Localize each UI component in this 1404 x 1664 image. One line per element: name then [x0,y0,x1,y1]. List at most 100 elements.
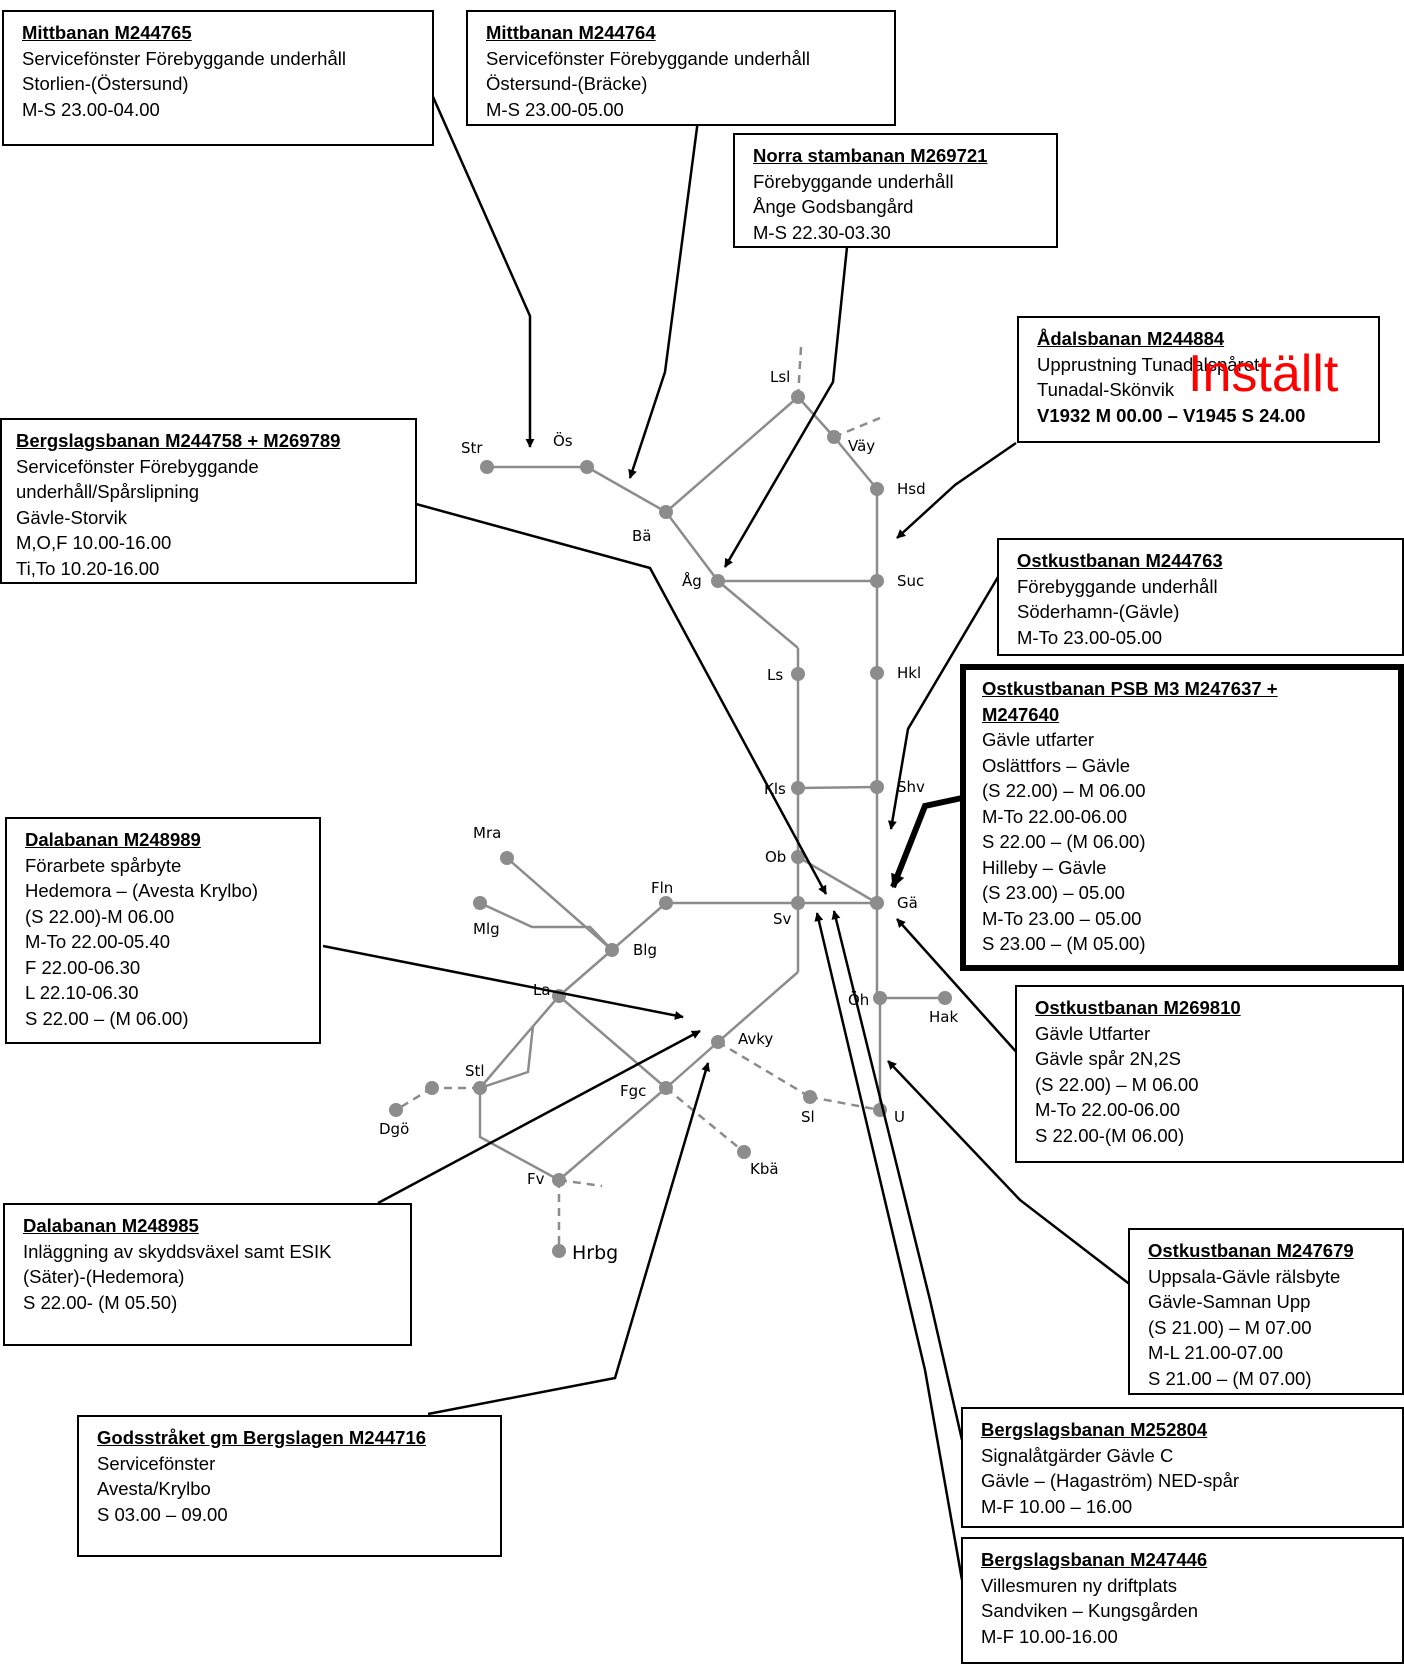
box-title: Norra stambanan M269721 [753,145,988,166]
station-ga [870,896,884,910]
box-dalabanan-m248989: Dalabanan M248989 Förarbete spårbyte Hed… [5,817,321,1044]
box-line: Hilleby – Gävle [982,856,1107,878]
box-ostkustbanan-m247679: Ostkustbanan M247679 Uppsala-Gävle rälsb… [1128,1228,1404,1395]
label-sv: Sv [773,910,792,928]
box-title: Dalabanan M248989 [25,829,201,850]
box-line: F 22.00-06.30 [25,956,141,978]
box-mittbanan-m244764: Mittbanan M244764 Servicefönster Förebyg… [466,10,896,126]
arrow-bergslagsbanan-758 [415,502,828,895]
box-bergslagsbanan-m244758: Bergslagsbanan M244758 + M269789 Service… [0,418,417,584]
label-fv: Fv [527,1170,545,1188]
label-stl: Stl [465,1062,485,1080]
label-str: Str [461,439,483,457]
box-line: Servicefönster Förebyggande [16,455,259,477]
label-mlg: Mlg [473,920,500,938]
box-line: Villesmuren ny driftplats [981,1574,1178,1596]
box-line: Inläggning av skyddsväxel samt ESIK [23,1240,332,1262]
arrow-ostkustbanan-810 [896,918,1020,1056]
box-line: M-F 10.00 – 16.00 [981,1495,1133,1517]
dashed-dgo [395,1086,433,1112]
track-ba-lsl [665,396,799,513]
station-ls [791,667,805,681]
box-line: S 22.00 – (M 06.00) [982,831,1146,852]
box-line: (S 22.00)-M 06.00 [25,905,175,927]
box-line: Gävle – (Hagaström) NED-spår [981,1470,1240,1491]
label-hak: Hak [929,1008,958,1026]
arrow-ostkustbanan-psb [890,795,963,889]
station-lsl [791,390,805,404]
label-fln: Fln [651,879,673,897]
box-mittbanan-m244765: Mittbanan M244765 Servicefönster Förebyg… [2,10,434,146]
box-title: Bergslagsbanan M252804 [981,1419,1208,1440]
box-title: Mittbanan M244764 [486,22,656,43]
box-line: M-To 22.00-05.40 [25,931,171,952]
station-oh [873,991,887,1005]
box-bergslagsbanan-m247446: Bergslagsbanan M247446 Villesmuren ny dr… [961,1537,1404,1664]
track-stl-fv [478,1088,560,1182]
box-line: M-S 23.00-05.00 [486,98,624,120]
station-ob [791,850,805,864]
label-ob: Ob [765,848,786,866]
box-line: M-To 23.00 – 05.00 [982,907,1142,929]
box-line: Förebyggande underhåll [753,170,954,192]
box-ostkustbanan-m244763: Ostkustbanan M244763 Förebyggande underh… [997,538,1404,656]
track-sv-avky-2 [717,971,799,1043]
box-bergslagsbanan-m252804: Bergslagsbanan M252804 Signalåtgärder Gä… [961,1407,1404,1528]
box-line: Gävle spår 2N,2S [1035,1048,1182,1069]
station-labels: Str Ös Bä Lsl Väy Hsd Åg Suc Ls Hkl Kls … [379,368,958,1264]
station-stl [473,1081,487,1095]
box-line: M-F 10.00-16.00 [981,1625,1118,1647]
box-line: M,O,F 10.00-16.00 [16,532,172,553]
box-line: Storlien-(Östersund) [22,73,189,94]
label-mra: Mra [473,824,501,842]
arrow-bergslagsbanan-446 [814,912,964,1581]
label-oh: Öh [848,990,869,1009]
box-line: Hedemora – (Avesta Krylbo) [25,880,259,901]
box-title: Ostkustbanan M269810 [1035,997,1241,1018]
box-ostkustbanan-m269810: Ostkustbanan M269810 Gävle Utfarter Gävl… [1015,985,1404,1163]
station-fln [659,896,673,910]
label-fgc: Fgc [620,1082,646,1100]
arrow-norra-stambanan [723,246,849,568]
track-lsl-vay [797,396,835,438]
box-line: Sandviken – Kungsgården [981,1600,1199,1621]
dashed-lsl-north [796,346,803,398]
box-line: Ti,To 10.20-16.00 [16,557,160,579]
cancelled-stamp: Inställt [1188,345,1339,403]
box-title: Mittbanan M244765 [22,22,192,43]
box-line: S 21.00 – (M 07.00) [1148,1367,1312,1389]
box-line: Förarbete spårbyte [25,854,182,876]
label-kls: Kls [764,780,786,798]
label-ga: Gä [897,894,918,912]
label-os: Ös [553,431,573,450]
station-os [580,460,594,474]
track-mra-blg [506,857,613,951]
track-blg-fln [611,902,667,951]
box-title: Ostkustbanan M244763 [1017,550,1223,571]
track-ba-ag [665,511,719,582]
track-vay-hsd [833,436,878,490]
box-line: Signalåtgärder Gävle C [981,1444,1174,1466]
arrow-ostkustbanan-679 [887,1060,1146,1297]
station-shv [870,780,884,794]
box-title: Bergslagsbanan M247446 [981,1549,1208,1570]
box-line: underhåll/Spårslipning [16,481,200,502]
arrow-dalabanan-989 [322,944,684,1020]
box-line: Upprustning Tunadalspåret [1037,353,1260,375]
label-blg: Blg [633,941,657,959]
box-ostkustbanan-psb: Ostkustbanan PSB M3 M247637 + M247640 Gä… [960,664,1404,971]
station-hak [938,991,952,1005]
box-line: M-To 22.00-06.00 [1035,1099,1181,1120]
station-dots [389,390,952,1258]
label-hkl: Hkl [897,664,921,682]
box-line: Servicefönster Förebyggande underhåll [486,47,810,69]
label-u: U [894,1108,905,1126]
arrow-bergslagsbanan-804 [831,910,964,1441]
box-line: (S 22.00) – M 06.00 [982,780,1146,801]
box-line: Gävle Utfarter [1035,1022,1151,1044]
arrow-mittbanan-764 [628,119,700,479]
label-ag: Åg [682,571,702,590]
station-dgo-east [425,1081,439,1095]
label-avky: Avky [738,1030,773,1048]
